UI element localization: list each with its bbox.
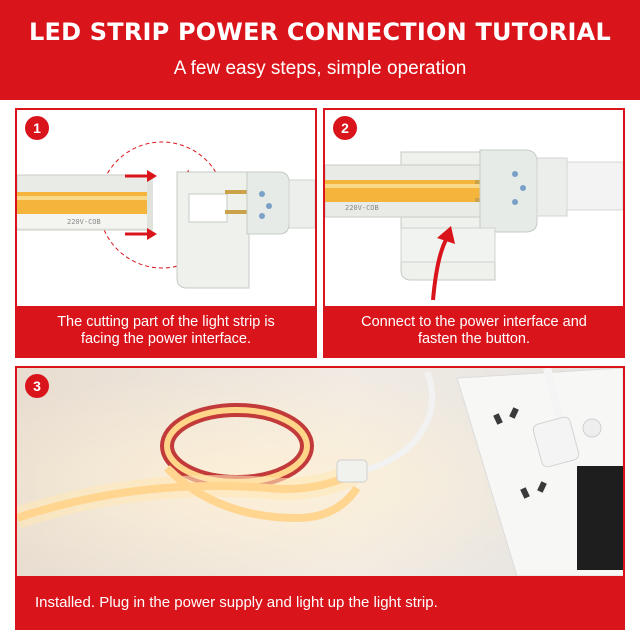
clip-connector [176, 171, 250, 289]
arrow-right-icon [125, 170, 157, 182]
step-2-illustration: 220V-COB [325, 110, 623, 306]
header-banner: LED STRIP POWER CONNECTION TUTORIAL A fe… [0, 0, 640, 100]
step-1-illustration: 220V-COB [17, 110, 315, 306]
led-strip-cob [325, 180, 493, 202]
svg-text:220V-COB: 220V-COB [345, 204, 379, 212]
step-3-badge: 3 [25, 374, 49, 398]
step-1-caption: The cutting part of the light strip is f… [17, 306, 315, 356]
arrow-right-icon [125, 228, 157, 240]
step-1-badge: 1 [25, 116, 49, 140]
step-3-caption: Installed. Plug in the power supply and … [17, 576, 623, 628]
arrow-up-icon [431, 226, 455, 301]
step-2-caption: Connect to the power interface and faste… [325, 306, 623, 356]
svg-text:220V-COB: 220V-COB [67, 218, 101, 226]
led-strip-coil [17, 403, 368, 529]
step-3-photo [17, 368, 623, 576]
step-1-panel: 1 220V-COB [15, 108, 317, 358]
step-3-panel: 3 [15, 366, 625, 630]
black-plug [577, 466, 623, 570]
page-subtitle: A few easy steps, simple operation [173, 58, 467, 79]
led-strip-cob [17, 192, 152, 214]
white-plug [532, 416, 580, 468]
page-title: LED STRIP POWER CONNECTION TUTORIAL [29, 18, 611, 46]
step-2-badge: 2 [333, 116, 357, 140]
step-2-panel: 2 220V-COB Connect to the power interfac… [323, 108, 625, 358]
